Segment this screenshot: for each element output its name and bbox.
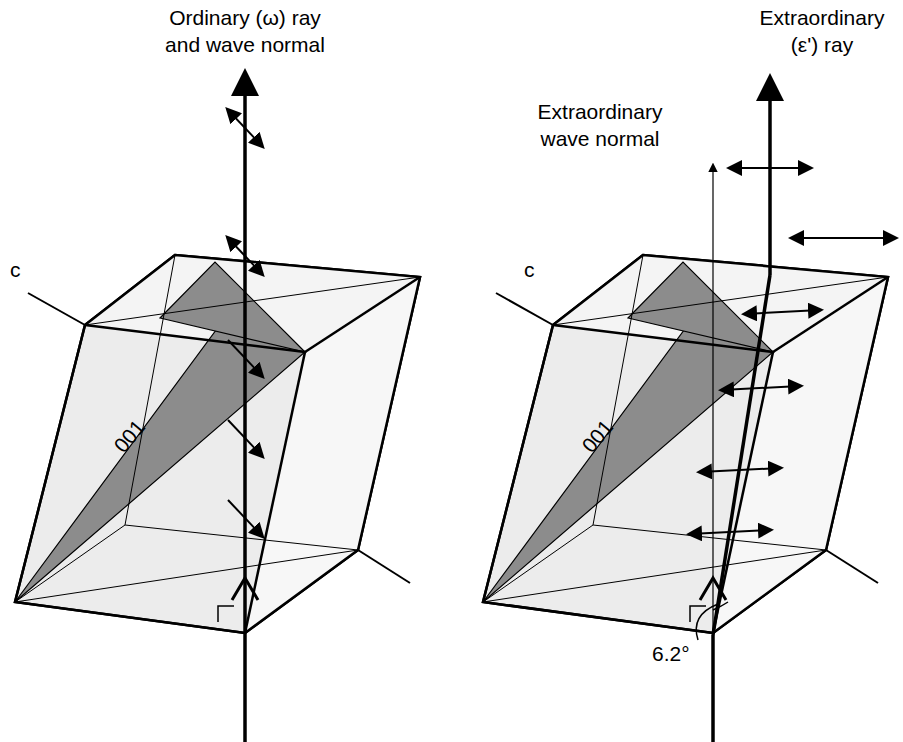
ray-label: Extraordinary (ε') ray xyxy=(747,4,897,59)
axis-label: c xyxy=(524,256,535,283)
ray-label: Ordinary (ω) ray and wave normal xyxy=(150,4,340,59)
wave-normal-label: Extraordinary wave normal xyxy=(525,98,675,153)
angle-label: 6.2° xyxy=(652,640,690,667)
axis-label: c xyxy=(10,256,21,283)
